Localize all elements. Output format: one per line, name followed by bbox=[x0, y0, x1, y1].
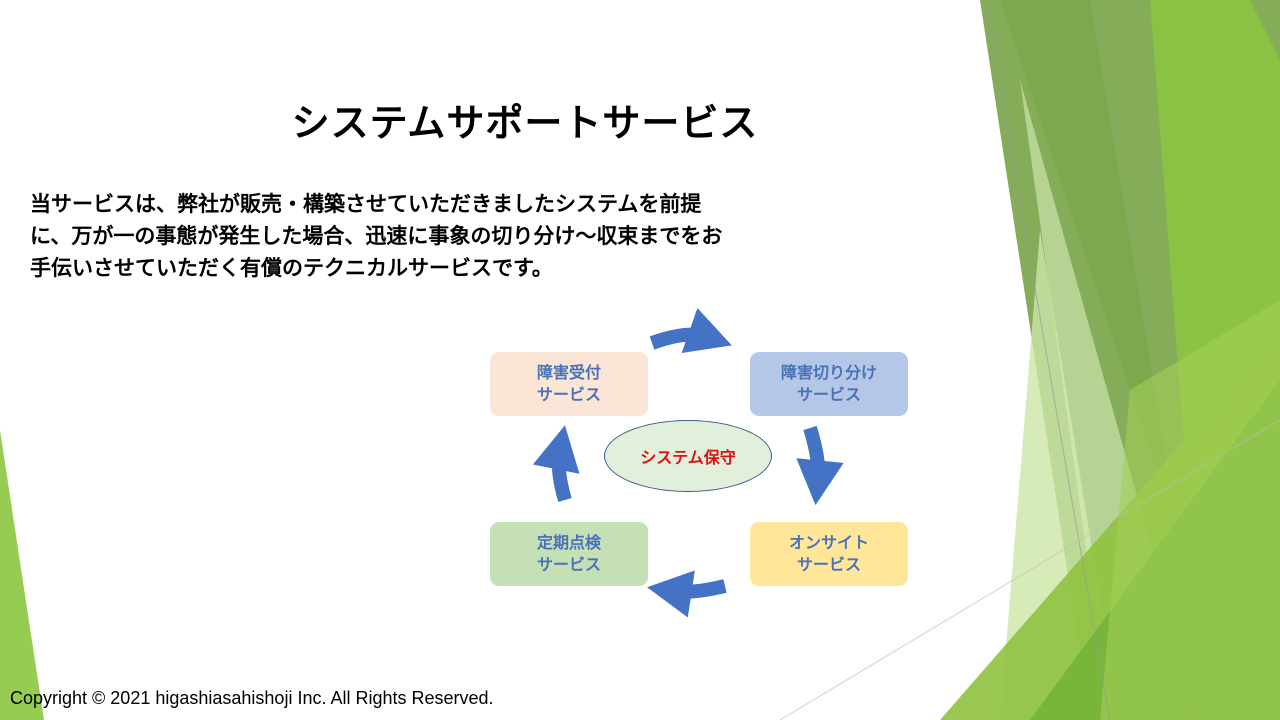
node-label: サービス bbox=[796, 385, 861, 404]
arrow-right-icon bbox=[649, 308, 732, 354]
node-label: サービス bbox=[796, 555, 861, 574]
arrow-up-icon bbox=[532, 425, 580, 503]
description-line: 手伝いさせていただく有償のテクニカルサービスです。 bbox=[30, 256, 553, 280]
node-label: サービス bbox=[536, 555, 601, 574]
node-label: 障害受付 bbox=[536, 363, 601, 382]
node-periodic-inspection: 定期点検 サービス bbox=[490, 522, 648, 586]
node-label: サービス bbox=[536, 385, 601, 404]
center-system-maintenance: システム保守 bbox=[604, 420, 772, 492]
node-fault-reception: 障害受付 サービス bbox=[490, 352, 648, 416]
node-onsite: オンサイト サービス bbox=[750, 522, 908, 586]
slide-title: システムサポートサービス bbox=[291, 101, 759, 145]
description-line: 当サービスは、弊社が販売・構築させていただきましたシステムを前提 bbox=[30, 192, 702, 216]
arrow-down-icon bbox=[796, 425, 844, 506]
arrow-left-icon bbox=[647, 570, 727, 618]
node-label: 定期点検 bbox=[536, 533, 601, 552]
node-label: 障害切り分け bbox=[780, 363, 877, 382]
description-line: に、万が一の事態が発生した場合、迅速に事象の切り分け～収束までをお bbox=[30, 224, 723, 248]
copyright-footer: Copyright © 2021 higashiasahishoji Inc. … bbox=[10, 688, 494, 708]
description-text: 当サービスは、弊社が販売・構築させていただきましたシステムを前提 に、万が一の事… bbox=[30, 188, 840, 284]
node-fault-isolation: 障害切り分け サービス bbox=[750, 352, 908, 416]
node-label: オンサイト bbox=[788, 533, 869, 552]
